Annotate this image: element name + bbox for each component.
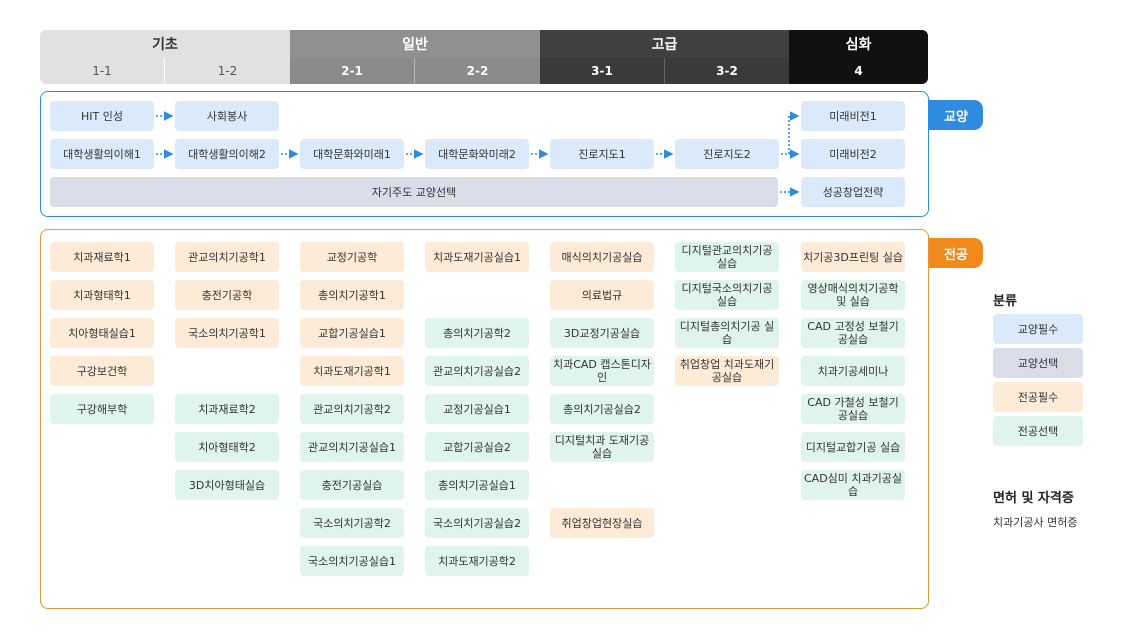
general-education-panel: [40, 91, 929, 217]
course-box[interactable]: 디지털국소의치기공 실습: [675, 280, 779, 310]
course-box[interactable]: 치기공3D프린팅 실습: [801, 242, 905, 272]
legend-title: 분류: [993, 294, 1017, 309]
course-box[interactable]: 총의치기공실습2: [550, 394, 654, 424]
course-box[interactable]: CAD 가철성 보철기공실습: [801, 394, 905, 424]
course-box[interactable]: 치과CAD 캡스톤디자인: [550, 356, 654, 386]
course-box[interactable]: 대학생활의이해1: [50, 139, 154, 169]
certificate-text: 치과기공사 면허증: [993, 516, 1078, 529]
course-box[interactable]: 관교의치기공실습1: [300, 432, 404, 462]
course-box[interactable]: 치과재료학1: [50, 242, 154, 272]
course-box[interactable]: 교합기공실습2: [425, 432, 529, 462]
course-box[interactable]: 치과형태학1: [50, 280, 154, 310]
course-box[interactable]: 디지털교합기공 실습: [801, 432, 905, 462]
course-box[interactable]: HIT 인성: [50, 101, 154, 131]
course-box[interactable]: 3D치아형태실습: [175, 470, 279, 500]
course-box[interactable]: 진로지도2: [675, 139, 779, 169]
legend-major-required: 전공필수: [993, 382, 1083, 412]
course-box[interactable]: 치과재료학2: [175, 394, 279, 424]
course-box[interactable]: 대학문화와미래2: [425, 139, 529, 169]
course-box[interactable]: 관교의치기공학2: [300, 394, 404, 424]
course-box[interactable]: 디지털치과 도재기공실습: [550, 432, 654, 462]
course-box[interactable]: CAD심미 치과기공실습: [801, 470, 905, 500]
course-box[interactable]: 치아형태학2: [175, 432, 279, 462]
semester-3-1: 3-1: [540, 58, 665, 84]
course-box[interactable]: 총의치기공학2: [425, 318, 529, 348]
semester-3-2: 3-2: [665, 58, 789, 84]
course-box[interactable]: 매식의치기공실습: [550, 242, 654, 272]
course-box[interactable]: 총의치기공학1: [300, 280, 404, 310]
course-box[interactable]: 관교의치기공실습2: [425, 356, 529, 386]
course-box[interactable]: 충전기공실습: [300, 470, 404, 500]
course-box[interactable]: 국소의치기공학1: [175, 318, 279, 348]
semester-4: 4: [789, 58, 928, 84]
course-box[interactable]: 사회봉사: [175, 101, 279, 131]
legend-major-elective: 전공선택: [993, 416, 1083, 446]
course-box[interactable]: 총의치기공실습1: [425, 470, 529, 500]
course-box[interactable]: 치과기공세미나: [801, 356, 905, 386]
course-box[interactable]: 충전기공학: [175, 280, 279, 310]
course-box[interactable]: 대학생활의이해2: [175, 139, 279, 169]
course-box[interactable]: 관교의치기공학1: [175, 242, 279, 272]
course-box[interactable]: 치과도재기공실습1: [425, 242, 529, 272]
semester-1-1: 1-1: [40, 58, 165, 84]
level-advanced: 고급: [540, 30, 789, 58]
course-box[interactable]: 치과도재기공학1: [300, 356, 404, 386]
major-tag: 전공: [929, 238, 983, 268]
major-panel: [40, 229, 929, 609]
course-box[interactable]: 교정기공실습1: [425, 394, 529, 424]
course-box[interactable]: 취업창업현장실습: [550, 508, 654, 538]
semester-1-2: 1-2: [165, 58, 290, 84]
semester-2-2: 2-2: [415, 58, 540, 84]
general-education-tag: 교양: [929, 100, 983, 130]
course-box[interactable]: 미래비전2: [801, 139, 905, 169]
legend-general-elective: 교양선택: [993, 348, 1083, 378]
course-box[interactable]: 성공창업전략: [801, 177, 905, 207]
course-box[interactable]: 디지털총의치기공 실습: [675, 318, 779, 348]
course-box[interactable]: CAD 고정성 보철기공실습: [801, 318, 905, 348]
course-box[interactable]: 의료법규: [550, 280, 654, 310]
course-box[interactable]: 구강보건학: [50, 356, 154, 386]
course-box[interactable]: 진로지도1: [550, 139, 654, 169]
course-box[interactable]: 치아형태실습1: [50, 318, 154, 348]
course-box[interactable]: 국소의치기공학2: [300, 508, 404, 538]
course-box[interactable]: 국소의치기공실습2: [425, 508, 529, 538]
course-box[interactable]: 치과도재기공학2: [425, 546, 529, 576]
certificate-title: 면허 및 자격증: [993, 491, 1074, 506]
arrow: [781, 111, 800, 155]
level-basic: 기초: [40, 30, 290, 58]
level-deep: 심화: [789, 30, 928, 58]
semester-2-1: 2-1: [290, 58, 415, 84]
course-box[interactable]: 교합기공실습1: [300, 318, 404, 348]
course-box[interactable]: 대학문화와미래1: [300, 139, 404, 169]
level-general: 일반: [290, 30, 540, 58]
course-box[interactable]: 미래비전1: [801, 101, 905, 131]
legend-general-required: 교양필수: [993, 314, 1083, 344]
course-box[interactable]: 3D교정기공실습: [550, 318, 654, 348]
course-box[interactable]: 취업창업 치과도재기공실습: [675, 356, 779, 386]
course-box[interactable]: 영상매식의치기공학 및 실습: [801, 280, 905, 310]
course-box[interactable]: 구강해부학: [50, 394, 154, 424]
course-box[interactable]: 디지털관교의치기공 실습: [675, 242, 779, 272]
course-box[interactable]: 교정기공학: [300, 242, 404, 272]
course-box[interactable]: 국소의치기공실습1: [300, 546, 404, 576]
self-directed-elective[interactable]: 자기주도 교양선택: [50, 177, 778, 207]
